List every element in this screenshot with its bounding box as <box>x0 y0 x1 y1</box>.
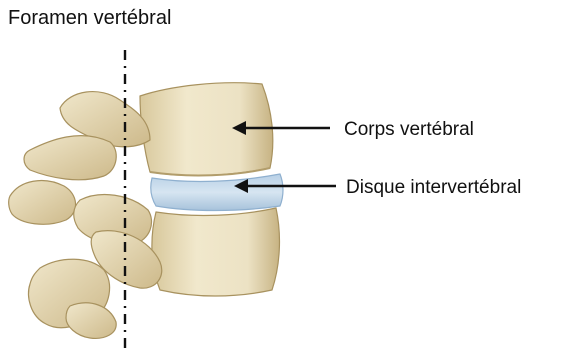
lower-vertebral-body <box>152 208 280 296</box>
label-disque-intervertebral: Disque intervertébral <box>346 178 521 197</box>
intervertebral-disc <box>151 174 283 211</box>
label-foramen-vertebral: Foramen vertébral <box>8 8 171 28</box>
label-corps-vertebral: Corps vertébral <box>344 120 474 139</box>
